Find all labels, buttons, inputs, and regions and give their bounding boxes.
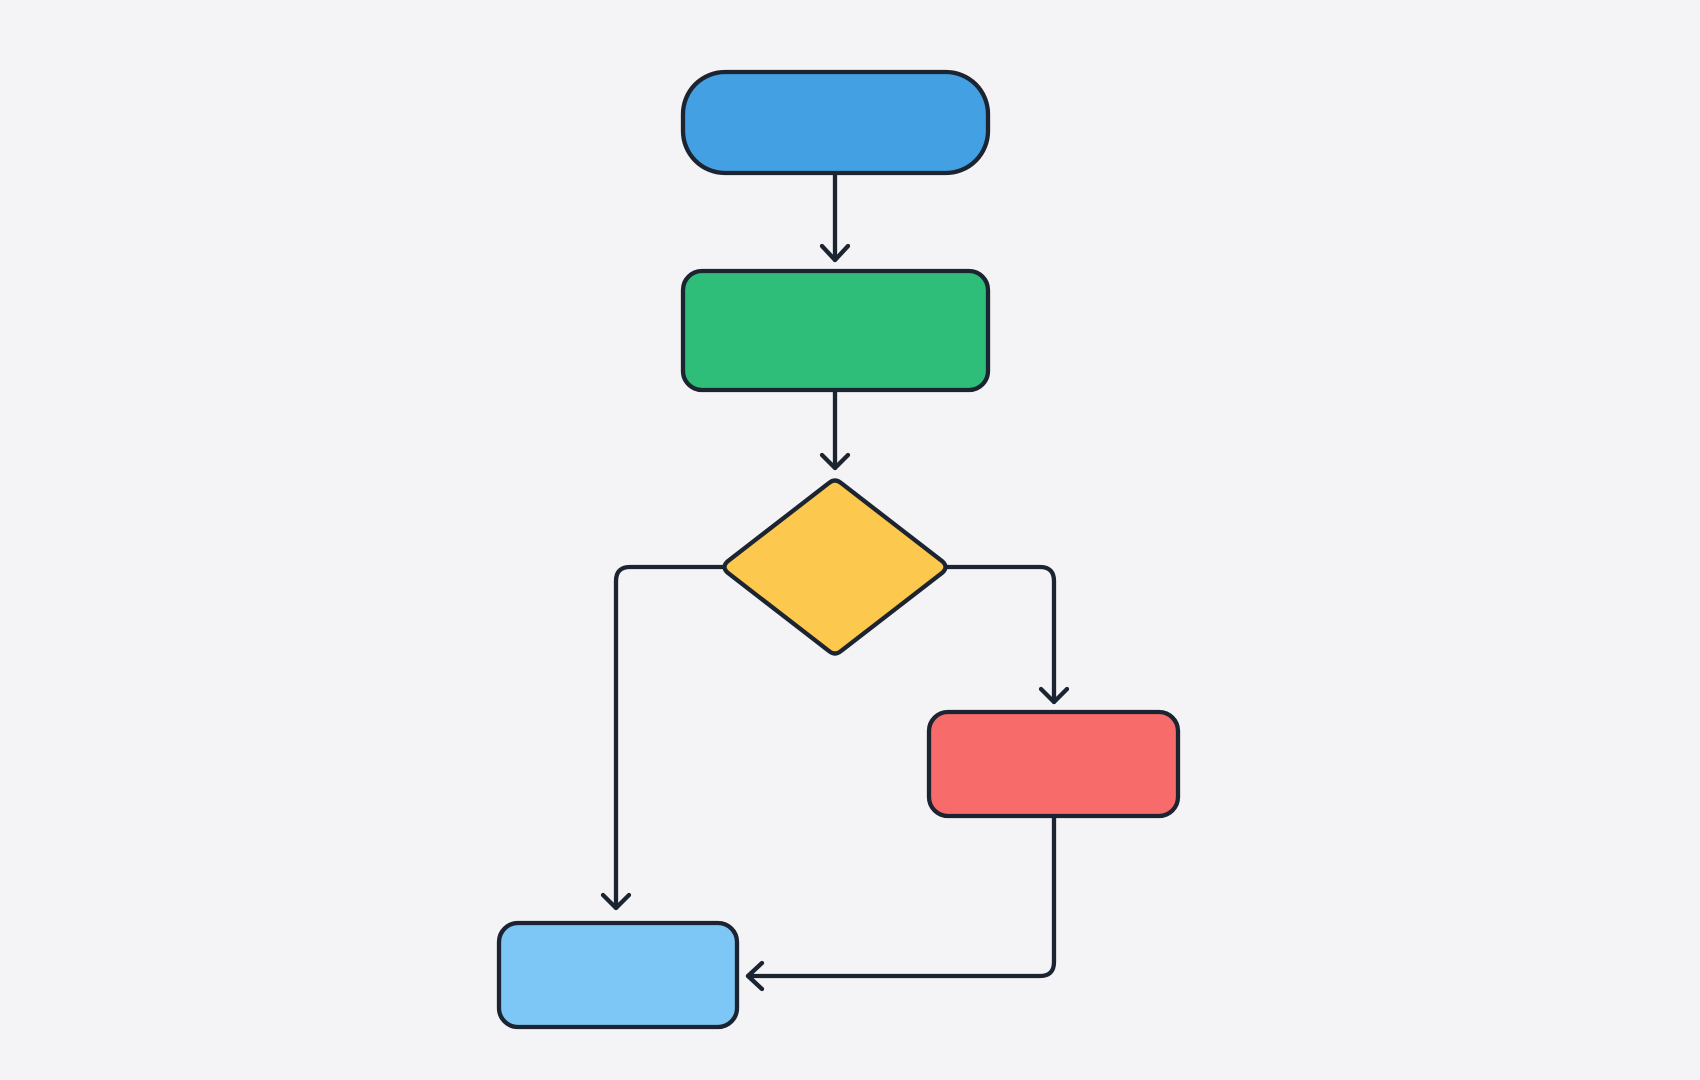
node-decision — [722, 478, 948, 656]
node-process — [680, 268, 991, 393]
decision-shape — [722, 478, 948, 656]
edge-decision-to-end — [600, 564, 727, 911]
edge-right-step-to-end — [745, 813, 1057, 992]
edge-process-to-decision — [819, 387, 851, 471]
node-end — [496, 920, 740, 1030]
edge-decision-to-right-step — [943, 564, 1070, 705]
process-shape — [680, 268, 991, 393]
connectors — [600, 170, 1070, 992]
process-shape — [926, 709, 1181, 819]
process-shape — [496, 920, 740, 1030]
terminator-shape — [680, 69, 991, 176]
edge-start-to-process — [819, 170, 851, 263]
node-start — [680, 69, 991, 176]
node-right-step — [926, 709, 1181, 819]
